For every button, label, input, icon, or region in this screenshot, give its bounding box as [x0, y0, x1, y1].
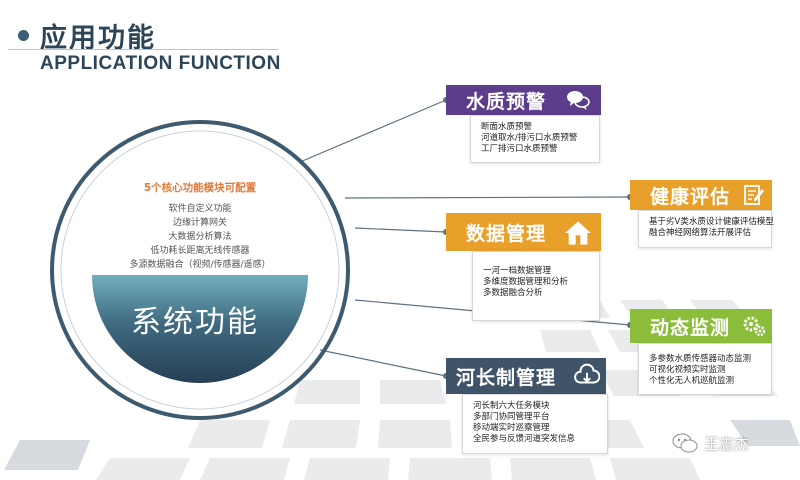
module-line: 个性化无人机巡航监测 [649, 376, 735, 386]
module-title: 动态监测 [650, 316, 731, 339]
core-item: 低功耗长距离无线传感器 [150, 246, 250, 256]
module-river-chief-management: 河长制管理 河长制六大任务模块 多部门协同管理平台 移动端实时巡察管理 全民参与… [446, 358, 608, 458]
module-header: 动态监测 [630, 309, 772, 343]
gears-icon [743, 316, 766, 337]
module-header: 数据管理 [446, 213, 601, 251]
module-dynamic-monitoring: 动态监测 多参数水质传感器动态监测 可视化视频实时监测 个性化无人机巡航监测 [630, 309, 772, 399]
module-water-quality-alert: 水质预警 断面水质预警 河道取水/排污口水质预警 工厂排污口水质预警 [446, 85, 601, 175]
module-line: 多数据融合分析 [483, 288, 543, 298]
module-line: 断面水质预警 [481, 122, 533, 132]
header-divider [8, 49, 278, 50]
module-line: 可视化视频实时监测 [649, 365, 726, 375]
wechat-icon [672, 433, 698, 453]
module-title: 数据管理 [466, 222, 547, 245]
watermark: 王志杰 [672, 432, 749, 454]
module-line: 全民参与反馈河道突发信息 [473, 434, 576, 444]
watermark-text: 王志杰 [704, 434, 750, 453]
module-line: 多部门协同管理平台 [473, 412, 550, 422]
core-item: 大数据分析算法 [168, 232, 232, 242]
core-title: 系统功能 [131, 305, 259, 340]
module-line: 河道取水/排污口水质预警 [481, 133, 578, 143]
chat-bubbles-icon [567, 91, 590, 110]
module-line: 河长制六大任务模块 [473, 401, 550, 411]
page-title: 应用功能 [40, 23, 156, 54]
module-card: 河长制六大任务模块 多部门协同管理平台 移动端实时巡察管理 全民参与反馈河道突发… [462, 394, 608, 454]
edit-note-icon [744, 185, 764, 205]
module-card: 一河一档数据管理 多维度数据管理和分析 多数据融合分析 [472, 251, 600, 321]
module-title: 河长制管理 [456, 366, 557, 389]
core-item: 软件自定义功能 [168, 204, 232, 214]
cloud-download-icon [574, 363, 600, 384]
module-card: 断面水质预警 河道取水/排污口水质预警 工厂排污口水质预警 [470, 115, 600, 163]
module-card: 多参数水质传感器动态监测 可视化视频实时监测 个性化无人机巡航监测 [638, 343, 772, 395]
core-feature-list: 5个核心功能模块可配置 软件自定义功能 边缘计算网关 大数据分析算法 低功耗长距… [100, 180, 300, 272]
house-icon [565, 221, 591, 245]
module-health-evaluation: 健康评估 基于劣V类水质设计健康评估模型 融合神经网络算法开展评估 [630, 180, 774, 260]
core-item: 边缘计算网关 [172, 218, 227, 228]
module-line: 基于劣V类水质设计健康评估模型 [649, 217, 774, 227]
module-line: 一河一档数据管理 [483, 266, 552, 276]
module-line: 多维度数据管理和分析 [483, 277, 569, 287]
module-line: 融合神经网络算法开展评估 [649, 228, 752, 238]
core-item: 多源数据融合（视频/传感器/遥感） [129, 260, 271, 270]
module-data-management: 数据管理 一河一档数据管理 多维度数据管理和分析 多数据融合分析 [446, 213, 601, 323]
module-header: 河长制管理 [446, 358, 606, 394]
module-line: 移动端实时巡察管理 [473, 423, 550, 433]
core-subtitle: 5个核心功能模块可配置 [143, 182, 257, 194]
module-line: 工厂排污口水质预警 [481, 144, 558, 154]
module-title: 水质预警 [466, 90, 547, 113]
module-line: 多参数水质传感器动态监测 [649, 354, 752, 364]
module-card: 基于劣V类水质设计健康评估模型 融合神经网络算法开展评估 [638, 210, 774, 248]
header-bullet [18, 30, 29, 41]
page-subtitle: APPLICATION FUNCTION [40, 53, 281, 74]
module-title: 健康评估 [650, 185, 731, 208]
